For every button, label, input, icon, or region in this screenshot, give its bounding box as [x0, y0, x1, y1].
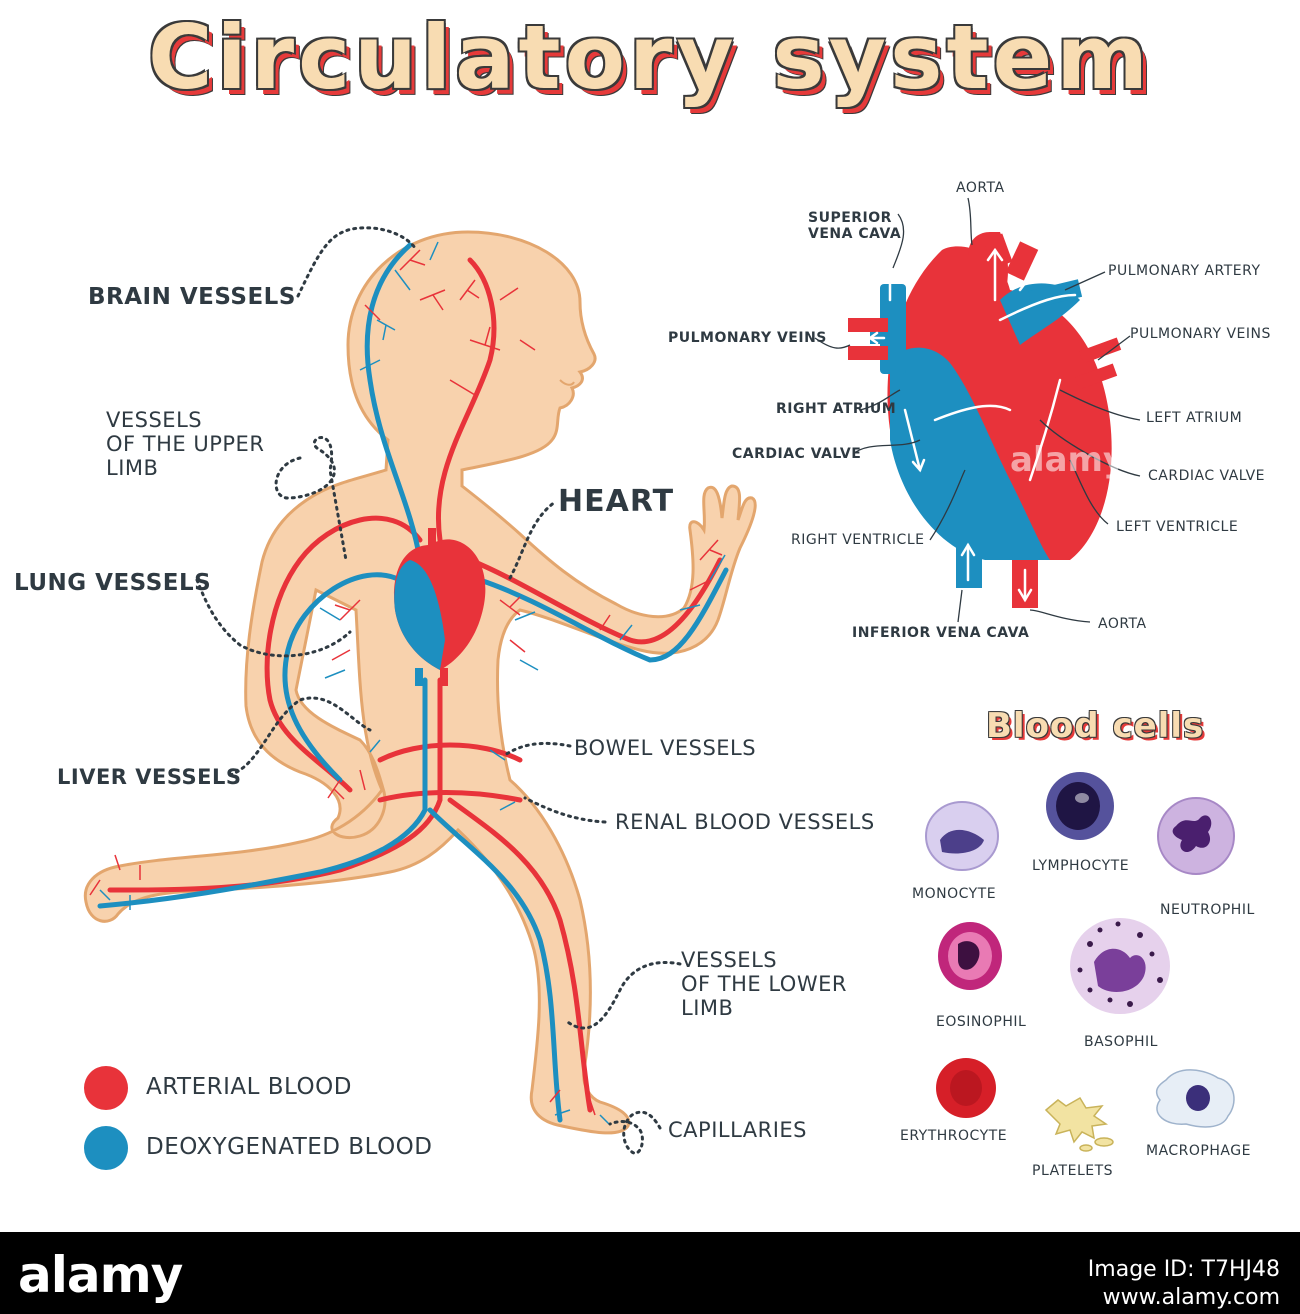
label-liver-vessels: LIVER VESSELS — [57, 765, 242, 789]
label-cardiac-valve-left: CARDIAC VALVE — [732, 446, 862, 462]
label-lower-limb-vessels: VESSELS OF THE LOWER LIMB — [681, 948, 847, 1021]
label-monocyte: MONOCYTE — [912, 886, 997, 902]
label-basophil: BASOPHIL — [1084, 1034, 1158, 1050]
deoxygenated-dot — [84, 1126, 128, 1170]
heart-leader-lines — [814, 197, 1141, 623]
label-neutrophil: NEUTROPHIL — [1160, 902, 1255, 918]
label-left-ventricle: LEFT VENTRICLE — [1116, 519, 1239, 535]
arterial-dot — [84, 1066, 128, 1110]
eosinophil-icon — [938, 922, 1002, 990]
watermark: alamy — [1010, 440, 1126, 480]
label-left-atrium: LEFT ATRIUM — [1146, 410, 1243, 426]
platelets-icon — [1044, 1096, 1114, 1152]
legend-deoxygenated-label: DEOXYGENATED BLOOD — [146, 1134, 433, 1160]
body-heart-icon — [394, 528, 486, 686]
footer-logo[interactable]: alamy — [18, 1246, 183, 1304]
neutrophil-icon — [1157, 797, 1235, 875]
body-leader-lines — [195, 226, 682, 1155]
blood-cells-illustrations — [925, 772, 1235, 1152]
capillary-twigs — [89, 241, 726, 1126]
lymphocyte-icon — [1046, 772, 1114, 840]
label-lung-vessels: LUNG VESSELS — [14, 570, 212, 596]
label-cardiac-valve-right: CARDIAC VALVE — [1148, 468, 1265, 484]
legend-arterial-label: ARTERIAL BLOOD — [146, 1074, 352, 1100]
page-title: Circulatory system — [148, 6, 1152, 109]
footer-site-link[interactable]: www.alamy.com — [1102, 1284, 1280, 1310]
label-aorta-bottom: AORTA — [1098, 616, 1147, 632]
label-platelets: PLATELETS — [1032, 1163, 1114, 1179]
heart-diagram — [848, 232, 1122, 608]
label-upper-limb-vessels: VESSELS OF THE UPPER LIMB — [106, 408, 265, 481]
label-lymphocyte: LYMPHOCYTE — [1032, 858, 1130, 874]
label-right-ventricle: RIGHT VENTRICLE — [791, 532, 925, 548]
label-superior-vena-cava: SUPERIOR VENA CAVA — [808, 210, 902, 243]
arterial-vessels — [107, 257, 723, 1113]
label-capillaries: CAPILLARIES — [668, 1118, 808, 1142]
label-inferior-vena-cava: INFERIOR VENA CAVA — [852, 625, 1030, 641]
erythrocyte-icon — [936, 1058, 996, 1118]
footer-image-info: Image ID: T7HJ48 www.alamy.com — [1088, 1256, 1280, 1311]
label-eosinophil: EOSINOPHIL — [936, 1014, 1027, 1030]
monocyte-icon — [925, 801, 999, 871]
footer-image-id: Image ID: T7HJ48 — [1087, 1257, 1280, 1282]
label-right-atrium: RIGHT ATRIUM — [776, 401, 897, 417]
venous-vessels — [97, 242, 729, 1123]
label-brain-vessels: BRAIN VESSELS — [88, 284, 296, 310]
label-pulmonary-artery: PULMONARY ARTERY — [1108, 263, 1261, 279]
label-pulmonary-veins-right: PULMONARY VEINS — [1130, 326, 1271, 342]
footer-bar: alamy Image ID: T7HJ48 www.alamy.com — [0, 1232, 1300, 1314]
label-erythrocyte: ERYTHROCYTE — [900, 1128, 1008, 1144]
macrophage-icon — [1155, 1069, 1235, 1128]
basophil-icon — [1070, 918, 1170, 1014]
label-pulmonary-veins-left: PULMONARY VEINS — [668, 330, 827, 346]
label-aorta-top: AORTA — [956, 180, 1005, 196]
label-renal-vessels: RENAL BLOOD VESSELS — [615, 810, 875, 834]
label-bowel-vessels: BOWEL VESSELS — [574, 736, 757, 760]
blood-cells-title: Blood cells — [986, 706, 1205, 746]
label-macrophage: MACROPHAGE — [1146, 1143, 1251, 1159]
label-heart: HEART — [558, 484, 675, 519]
